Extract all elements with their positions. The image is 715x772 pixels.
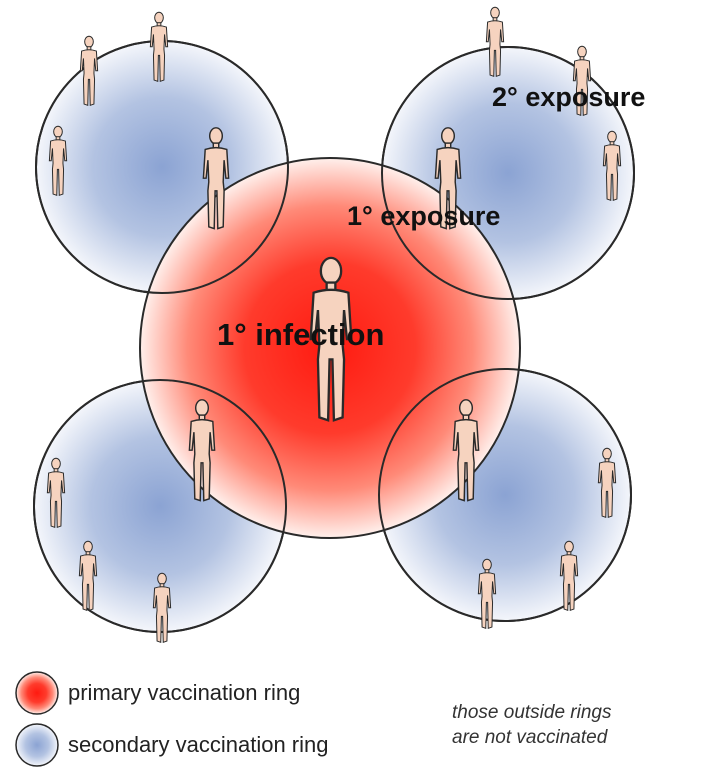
- primary-ring-legend-label: primary vaccination ring: [68, 680, 300, 706]
- note-line-2: are not vaccinated: [452, 725, 612, 750]
- primary-infection-label: 1° infection: [217, 317, 384, 352]
- secondary-ring-legend-swatch: [16, 724, 58, 766]
- secondary-ring-legend-label: secondary vaccination ring: [68, 732, 328, 758]
- primary-ring-legend-swatch: [16, 672, 58, 714]
- note-line-1: those outside rings: [452, 700, 612, 725]
- not-vaccinated-note: those outside rings are not vaccinated: [452, 700, 612, 750]
- secondary-exposure-label: 2° exposure: [492, 82, 645, 112]
- primary-exposure-label: 1° exposure: [347, 201, 500, 231]
